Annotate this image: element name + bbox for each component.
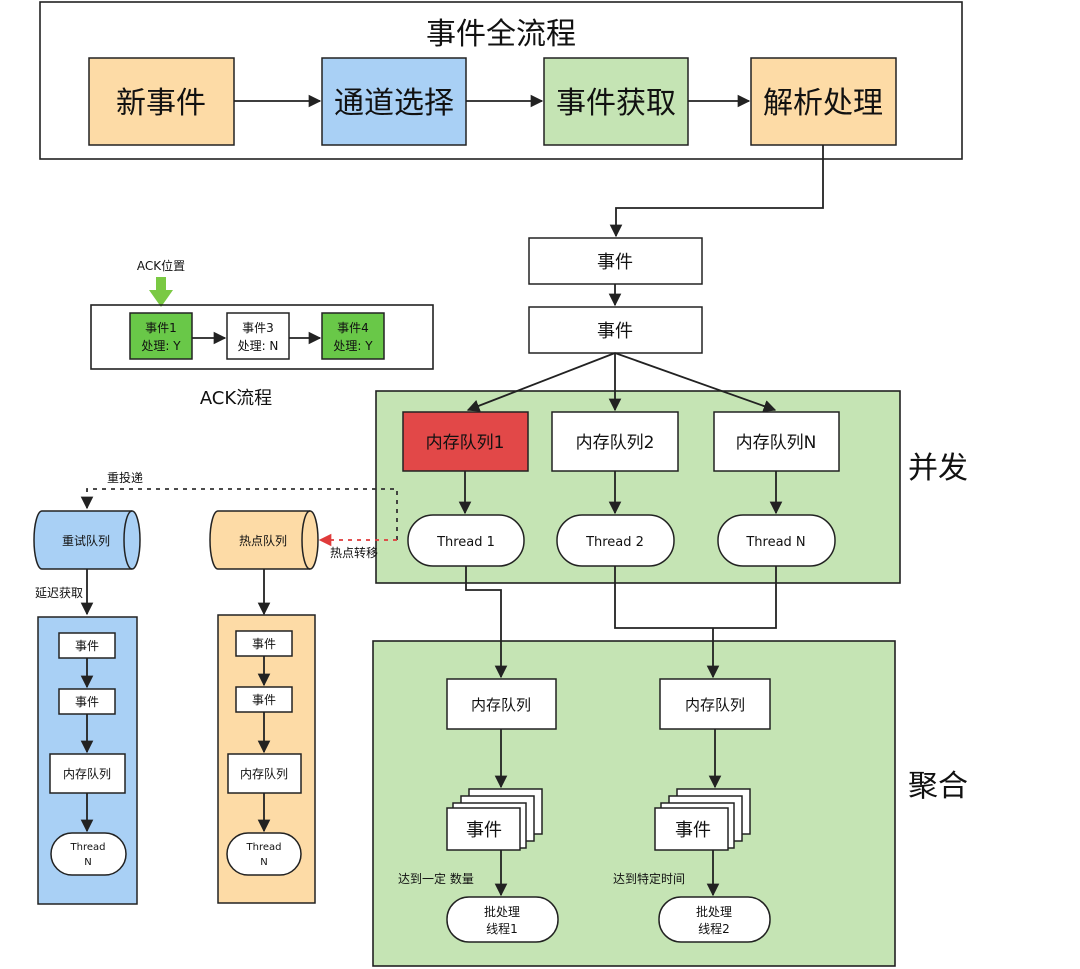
event-box-1-label: 事件 bbox=[597, 252, 633, 273]
step-channel-select bbox=[321, 57, 467, 146]
arrow-event-to-queue1 bbox=[466, 352, 616, 412]
ack-pointer-arrow bbox=[149, 277, 173, 307]
batch-thread-2-line1: 批处理 bbox=[696, 904, 732, 919]
ack-frame bbox=[90, 304, 434, 370]
ack-item-1-line2: 处理: Y bbox=[141, 339, 181, 353]
hot-mem-queue-label: 内存队列 bbox=[240, 766, 288, 781]
step-channel-select-label: 通道选择 bbox=[334, 86, 454, 121]
agg-events-2-label: 事件 bbox=[675, 820, 711, 841]
step-event-fetch-label: 事件获取 bbox=[556, 86, 676, 121]
agg-condition-count: 达到一定 数量 bbox=[398, 871, 474, 886]
event-box-2-label: 事件 bbox=[597, 321, 633, 342]
step-parse-process-label: 解析处理 bbox=[763, 86, 883, 121]
ack-item-4 bbox=[321, 312, 385, 360]
retry-mem-queue-label: 内存队列 bbox=[63, 766, 111, 781]
ack-item-1 bbox=[129, 312, 193, 360]
concurrent-label: 并发 bbox=[908, 451, 968, 486]
agg-queue-1-label: 内存队列 bbox=[471, 696, 531, 714]
batch-thread-1-line1: 批处理 bbox=[484, 904, 520, 919]
agg-condition-time: 达到特定时间 bbox=[613, 871, 685, 886]
retry-delay-label: 延迟获取 bbox=[35, 586, 83, 600]
step-new-event bbox=[88, 57, 235, 146]
concurrent-queue-n-label: 内存队列N bbox=[736, 433, 817, 453]
batch-thread-1 bbox=[446, 896, 559, 943]
agg-queue-2 bbox=[659, 678, 771, 730]
ack-item-3 bbox=[226, 312, 290, 360]
agg-events-1-label: 事件 bbox=[466, 820, 502, 841]
retry-thread bbox=[50, 832, 127, 876]
ack-item-4-line2: 处理: Y bbox=[333, 339, 373, 353]
retry-thread-line2: N bbox=[84, 857, 91, 868]
aggregate-label: 聚合 bbox=[908, 769, 968, 804]
concurrent-queue-2 bbox=[551, 411, 679, 472]
hot-event-1 bbox=[235, 630, 293, 657]
retry-mem-queue bbox=[49, 753, 126, 794]
concurrent-queue-2-label: 内存队列2 bbox=[576, 433, 655, 453]
hot-mem-queue bbox=[227, 753, 302, 794]
agg-events-stack-2 bbox=[654, 788, 751, 851]
concurrent-queue-1-label: 内存队列1 bbox=[426, 433, 505, 453]
agg-events-stack-1 bbox=[446, 788, 543, 851]
step-new-event-label: 新事件 bbox=[116, 86, 206, 121]
thread-2-label: Thread 2 bbox=[585, 535, 644, 550]
ack-item-4-line1: 事件4 bbox=[337, 321, 369, 335]
retry-queue-cylinder bbox=[33, 510, 141, 570]
redeliver-label: 重投递 bbox=[107, 470, 143, 485]
hot-thread-line2: N bbox=[260, 857, 267, 868]
ack-item-3-line2: 处理: N bbox=[238, 339, 279, 353]
thread-1-label: Thread 1 bbox=[436, 535, 495, 550]
retry-event-1 bbox=[58, 632, 116, 659]
event-box-1 bbox=[528, 237, 703, 285]
thread-n-label: Thread N bbox=[745, 535, 805, 550]
agg-queue-1 bbox=[446, 678, 557, 730]
retry-thread-line1: Thread bbox=[70, 842, 106, 853]
connector-thread2-threadN bbox=[614, 566, 777, 629]
arrow-event-to-queueN bbox=[614, 352, 777, 413]
hot-event-2-label: 事件 bbox=[252, 693, 276, 707]
batch-thread-2 bbox=[658, 896, 771, 943]
ack-item-1-line1: 事件1 bbox=[145, 321, 177, 335]
hot-queue-label: 热点队列 bbox=[239, 533, 287, 548]
ack-item-3-line1: 事件3 bbox=[242, 321, 274, 335]
main-flow-title: 事件全流程 bbox=[426, 17, 576, 52]
batch-thread-2-line2: 线程2 bbox=[698, 921, 730, 936]
retry-queue-label: 重试队列 bbox=[62, 533, 110, 548]
arrow-parse-to-event bbox=[609, 145, 824, 238]
ack-title: ACK流程 bbox=[200, 388, 272, 409]
event-box-2 bbox=[528, 306, 703, 354]
hot-event-1-label: 事件 bbox=[252, 637, 276, 651]
retry-event-2-label: 事件 bbox=[75, 695, 99, 709]
redeliver-path bbox=[80, 488, 398, 540]
arrow-thread1-to-agg-queue1 bbox=[465, 566, 508, 679]
hot-thread-line1: Thread bbox=[246, 842, 282, 853]
hot-transfer-label: 热点转移 bbox=[330, 545, 378, 560]
agg-queue-2-label: 内存队列 bbox=[685, 696, 745, 714]
concurrent-queue-n bbox=[713, 411, 840, 472]
ack-pointer-label: ACK位置 bbox=[137, 258, 185, 273]
retry-event-1-label: 事件 bbox=[75, 639, 99, 653]
hot-thread bbox=[226, 832, 302, 876]
step-parse-process bbox=[750, 57, 897, 146]
hot-queue-cylinder bbox=[209, 510, 319, 570]
batch-thread-1-line2: 线程1 bbox=[486, 921, 518, 936]
main-flow-frame bbox=[39, 1, 963, 160]
